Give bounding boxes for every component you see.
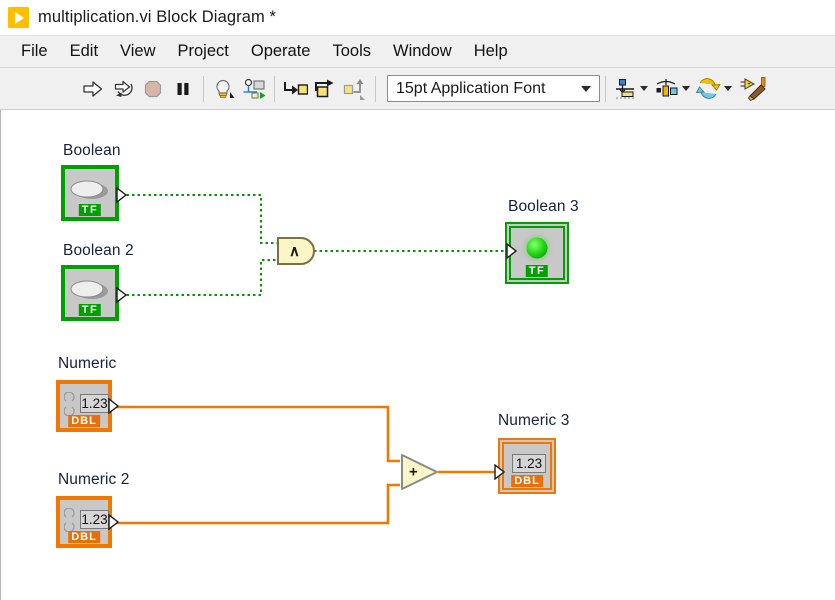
- wire-numeric-2: [114, 483, 400, 525]
- step-out-icon: [343, 78, 365, 100]
- boolean-indicator-body[interactable]: TF: [505, 222, 569, 284]
- terminal-label-boolean-3: Boolean 3: [508, 198, 579, 215]
- push-button-glyph-icon: [70, 180, 108, 199]
- window-title: multiplication.vi Block Diagram *: [38, 8, 277, 26]
- align-objects-icon: [616, 78, 634, 99]
- step-over-button[interactable]: [310, 74, 340, 104]
- chevron-down-icon: [724, 86, 732, 91]
- run-continuously-icon: [114, 80, 133, 97]
- push-button-glyph-icon: [70, 280, 108, 299]
- menu-item-help[interactable]: Help: [473, 42, 508, 60]
- numeric-indicator-body[interactable]: 1.23 DBL: [498, 438, 556, 494]
- function-add[interactable]: +: [400, 453, 440, 491]
- type-tag-dbl: DBL: [511, 475, 543, 487]
- type-tag-dbl: DBL: [68, 531, 100, 543]
- retain-wire-values-icon: [243, 78, 266, 99]
- terminal-output-arrow-icon: [116, 187, 128, 203]
- align-objects-button[interactable]: [611, 77, 651, 101]
- terminal-output-arrow-icon: [108, 398, 120, 414]
- block-diagram-canvas[interactable]: Boolean TF Boolean 2 TF: [0, 110, 835, 600]
- terminal-input-arrow-icon: [506, 243, 518, 259]
- type-tag-tf: TF: [78, 204, 102, 216]
- abort-execution-button[interactable]: [138, 74, 168, 104]
- menu-item-project[interactable]: Project: [177, 42, 229, 60]
- increment-decrement-icon: [64, 508, 75, 532]
- wire-numeric-1: [114, 405, 400, 463]
- abort-execution-icon: [144, 80, 162, 97]
- run-button[interactable]: [78, 74, 108, 104]
- step-out-button[interactable]: [340, 74, 370, 104]
- distribute-objects-button[interactable]: [651, 77, 693, 101]
- and-symbol: ∧: [289, 242, 300, 260]
- terminal-label-boolean-1: Boolean: [63, 142, 121, 159]
- step-into-button[interactable]: [280, 74, 310, 104]
- reorder-button[interactable]: [693, 77, 735, 101]
- terminal-label-boolean-2: Boolean 2: [63, 242, 134, 259]
- numeric-value-display: 1.23: [80, 394, 109, 413]
- and-gate-body[interactable]: ∧: [277, 237, 315, 265]
- wire-boolean-2: [121, 259, 277, 296]
- chevron-down-icon: [682, 86, 690, 91]
- chevron-down-icon: [640, 86, 648, 91]
- run-icon: [83, 80, 103, 97]
- svg-text:+: +: [747, 82, 751, 88]
- reorder-icon: [696, 77, 721, 99]
- run-continuously-button[interactable]: [108, 74, 138, 104]
- terminal-output-arrow-icon: [108, 514, 120, 530]
- terminal-output-arrow-icon: [116, 287, 128, 303]
- boolean-control-body[interactable]: TF: [61, 165, 119, 221]
- title-bar: multiplication.vi Block Diagram *: [0, 0, 835, 35]
- terminal-label-numeric-1: Numeric: [58, 355, 117, 372]
- menu-item-edit[interactable]: Edit: [69, 42, 99, 60]
- terminal-label-numeric-3: Numeric 3: [498, 412, 570, 429]
- menu-item-window[interactable]: Window: [393, 42, 452, 60]
- terminal-input-arrow-icon: [494, 464, 506, 480]
- type-tag-tf: TF: [525, 265, 549, 277]
- numeric-control-body[interactable]: 1.23 DBL: [56, 496, 112, 548]
- step-over-icon: [315, 79, 334, 97]
- distribute-objects-icon: [656, 78, 678, 96]
- terminal-label-numeric-2: Numeric 2: [58, 471, 130, 488]
- add-triangle-icon: [401, 454, 438, 490]
- highlight-execution-icon: [216, 79, 235, 98]
- menu-item-view[interactable]: View: [120, 42, 156, 60]
- wire-boolean-1: [121, 194, 277, 244]
- numeric-value-display: 1.23: [512, 454, 546, 473]
- chevron-down-icon: [573, 85, 599, 92]
- font-selector-value: 15pt Application Font: [396, 79, 546, 97]
- pause-icon: [177, 82, 189, 95]
- highlight-execution-button[interactable]: [209, 74, 239, 104]
- labview-play-icon: [8, 7, 29, 28]
- menu-bar: File Edit View Project Operate Tools Win…: [0, 35, 835, 68]
- toolbar: 15pt Application Font: [0, 68, 835, 110]
- clean-up-diagram-icon: +: [740, 76, 766, 101]
- type-tag-tf: TF: [78, 304, 102, 316]
- menu-item-operate[interactable]: Operate: [250, 42, 311, 60]
- retain-wire-values-button[interactable]: [239, 74, 269, 104]
- boolean-indicator-inner: TF: [509, 226, 565, 280]
- menu-item-tools[interactable]: Tools: [332, 42, 372, 60]
- font-selector[interactable]: 15pt Application Font: [387, 75, 600, 102]
- type-tag-dbl: DBL: [68, 415, 100, 427]
- numeric-value-display: 1.23: [80, 510, 109, 529]
- wire-layer: [114, 194, 511, 525]
- pause-button[interactable]: [168, 74, 198, 104]
- step-into-icon: [284, 81, 308, 95]
- led-glyph-icon: [526, 237, 548, 259]
- add-symbol: +: [409, 463, 418, 481]
- numeric-indicator-inner: 1.23 DBL: [502, 442, 552, 490]
- increment-decrement-icon: [64, 392, 75, 416]
- boolean-control-body[interactable]: TF: [61, 265, 119, 321]
- clean-up-diagram-button[interactable]: +: [735, 74, 773, 104]
- menu-item-file[interactable]: File: [21, 42, 48, 60]
- numeric-control-body[interactable]: 1.23 DBL: [56, 380, 112, 432]
